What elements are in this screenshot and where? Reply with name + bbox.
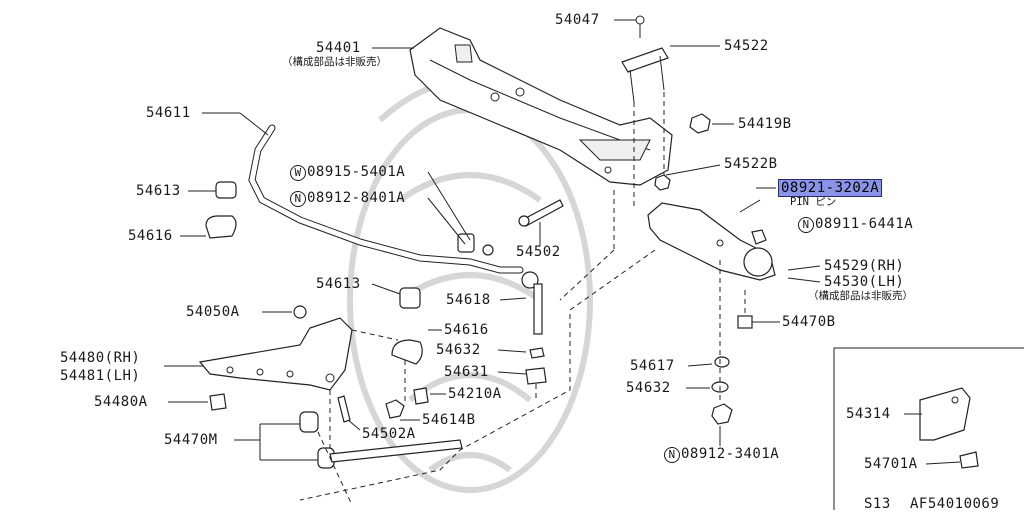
label-54613-b[interactable]: 54613 — [316, 276, 361, 292]
note-54530: （構成部品は非販売） — [808, 290, 913, 302]
label-54617[interactable]: 54617 — [630, 358, 675, 374]
label-54480-rh[interactable]: 54480(RH) — [60, 350, 141, 366]
label-54470M[interactable]: 54470M — [164, 432, 218, 448]
bushing-center — [457, 233, 494, 256]
label-54529-rh[interactable]: 54529(RH) — [824, 258, 905, 274]
label-08912-3401A-text: 08912-3401A — [681, 446, 780, 462]
label-54631[interactable]: 54631 — [444, 364, 489, 380]
label-54632-b[interactable]: 54632 — [626, 380, 671, 396]
label-08911-6441A-text: 08911-6441A — [815, 216, 914, 232]
label-54522[interactable]: 54522 — [724, 38, 769, 54]
nut-54419B — [689, 113, 711, 134]
label-54502[interactable]: 54502 — [516, 244, 561, 260]
assembly-dashed-lines — [299, 92, 746, 506]
prefix-w: W — [290, 165, 306, 181]
bracket-54616-b — [391, 339, 423, 365]
label-54611[interactable]: 54611 — [146, 105, 191, 121]
label-54470B[interactable]: 54470B — [782, 314, 836, 330]
label-54314[interactable]: 54314 — [846, 406, 891, 422]
bracket-54522 — [621, 15, 669, 103]
note-54401: （構成部品は非販売） — [282, 56, 387, 68]
bushing-54613-a — [215, 181, 237, 199]
label-54480A[interactable]: 54480A — [94, 394, 148, 410]
prefix-n: N — [290, 191, 306, 207]
label-54050A[interactable]: 54050A — [186, 304, 240, 320]
stabilizer-bar-54611 — [248, 124, 524, 274]
footer-model: S13 — [864, 496, 891, 512]
prefix-n: N — [798, 217, 814, 233]
prefix-n: N — [664, 447, 680, 463]
label-54481-lh[interactable]: 54481(LH) — [60, 368, 141, 384]
label-54522B[interactable]: 54522B — [724, 156, 778, 172]
lower-arm-54529 — [647, 199, 776, 281]
label-54616-a[interactable]: 54616 — [128, 228, 173, 244]
label-54401[interactable]: 54401 — [316, 40, 361, 56]
bolt-54502A — [337, 395, 351, 423]
compression-rod-54480 — [198, 305, 353, 391]
crossmember-54401 — [409, 27, 673, 186]
stabilizer-link-54618 — [521, 271, 547, 385]
tension-rod — [329, 439, 463, 463]
label-54632-a[interactable]: 54632 — [436, 342, 481, 358]
label-54614B[interactable]: 54614B — [422, 412, 476, 428]
label-08921-3202A-highlight: 08921-3202A — [778, 179, 883, 197]
label-54502A[interactable]: 54502A — [362, 426, 416, 442]
label-54618[interactable]: 54618 — [446, 292, 491, 308]
label-08921-3202A[interactable]: 08921-3202A — [778, 179, 883, 197]
label-08912-8401A-text: 08912-8401A — [307, 190, 406, 206]
bushing-54470M — [299, 411, 335, 469]
label-08915-5401A-text: 08915-5401A — [307, 164, 406, 180]
label-54701A[interactable]: 54701A — [864, 456, 918, 472]
inset-bracket-54314 — [919, 387, 979, 469]
bracket-54616-a — [205, 215, 237, 239]
label-54616-b[interactable]: 54616 — [444, 322, 489, 338]
bolt-54502 — [518, 199, 564, 227]
label-54613-a[interactable]: 54613 — [136, 183, 181, 199]
note-08921-pin: PIN ピン — [790, 196, 837, 208]
washer-stack — [711, 315, 753, 425]
inset-border — [833, 347, 1024, 510]
nut-54522B — [654, 174, 671, 191]
bolt-54210A — [413, 387, 429, 405]
footer-code: AF54010069 — [910, 496, 1000, 512]
leader-lines — [164, 19, 961, 465]
bolt-54480A — [209, 393, 227, 411]
label-54047[interactable]: 54047 — [555, 12, 600, 28]
label-54210A[interactable]: 54210A — [448, 386, 502, 402]
nut-54614B — [385, 399, 405, 419]
label-54419B[interactable]: 54419B — [738, 116, 792, 132]
label-54530-lh[interactable]: 54530(LH) — [824, 274, 905, 290]
bushing-54613-b — [399, 287, 421, 309]
